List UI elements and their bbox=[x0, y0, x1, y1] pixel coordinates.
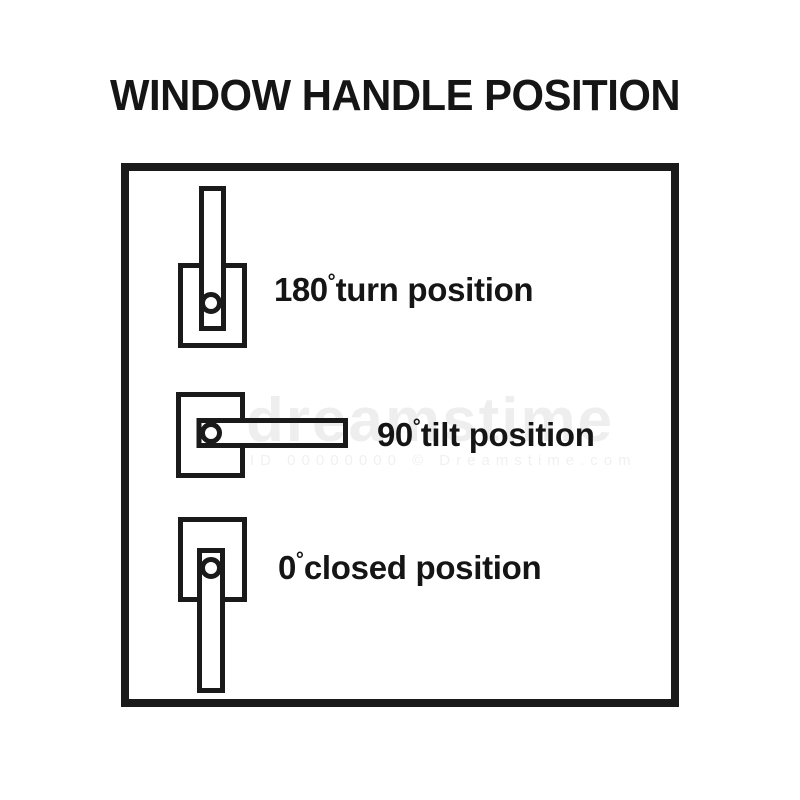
handle-0-label: 0°closed position bbox=[278, 549, 542, 586]
handle-180-degree-symbol: ° bbox=[327, 271, 336, 293]
handle-90-degree-symbol: ° bbox=[412, 416, 421, 438]
handle-90-angle: 90 bbox=[377, 416, 413, 453]
handle-180-label: 180°turn position bbox=[274, 271, 534, 308]
handle-90-description: tilt position bbox=[420, 416, 595, 453]
handle-180-description: turn position bbox=[335, 271, 534, 308]
handle-0-description: closed position bbox=[303, 549, 542, 586]
handle-90-label: 90°tilt position bbox=[377, 416, 595, 453]
diagram-frame bbox=[121, 163, 679, 707]
page-title: WINDOW HANDLE POSITION bbox=[110, 71, 681, 120]
handle-0-angle: 0 bbox=[278, 549, 296, 586]
handle-0-degree-symbol: ° bbox=[295, 549, 304, 571]
handle-180-angle: 180 bbox=[274, 271, 328, 308]
